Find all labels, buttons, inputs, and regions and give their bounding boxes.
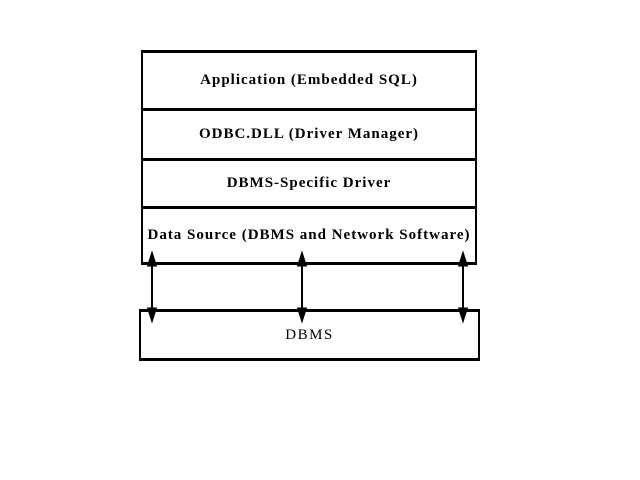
dbms-box-label: DBMS <box>285 326 334 343</box>
layer-box-dbms-specific-driver: DBMS-Specific Driver <box>143 161 475 210</box>
dbms-box: DBMS <box>139 309 480 361</box>
layer-label-driver-manager: ODBC.DLL (Driver Manager) <box>198 125 420 142</box>
layer-box-driver-manager: ODBC.DLL (Driver Manager) <box>143 111 475 162</box>
layer-label-data-source: Data Source (DBMS and Network Software) <box>147 227 471 244</box>
odbc-layer-stack: Application (Embedded SQL) ODBC.DLL (Dri… <box>141 50 477 265</box>
layer-label-dbms-specific-driver: DBMS-Specific Driver <box>226 175 392 192</box>
layer-box-application: Application (Embedded SQL) <box>143 53 475 111</box>
layer-box-data-source: Data Source (DBMS and Network Software) <box>143 209 475 262</box>
layer-label-application: Application (Embedded SQL) <box>200 71 418 88</box>
